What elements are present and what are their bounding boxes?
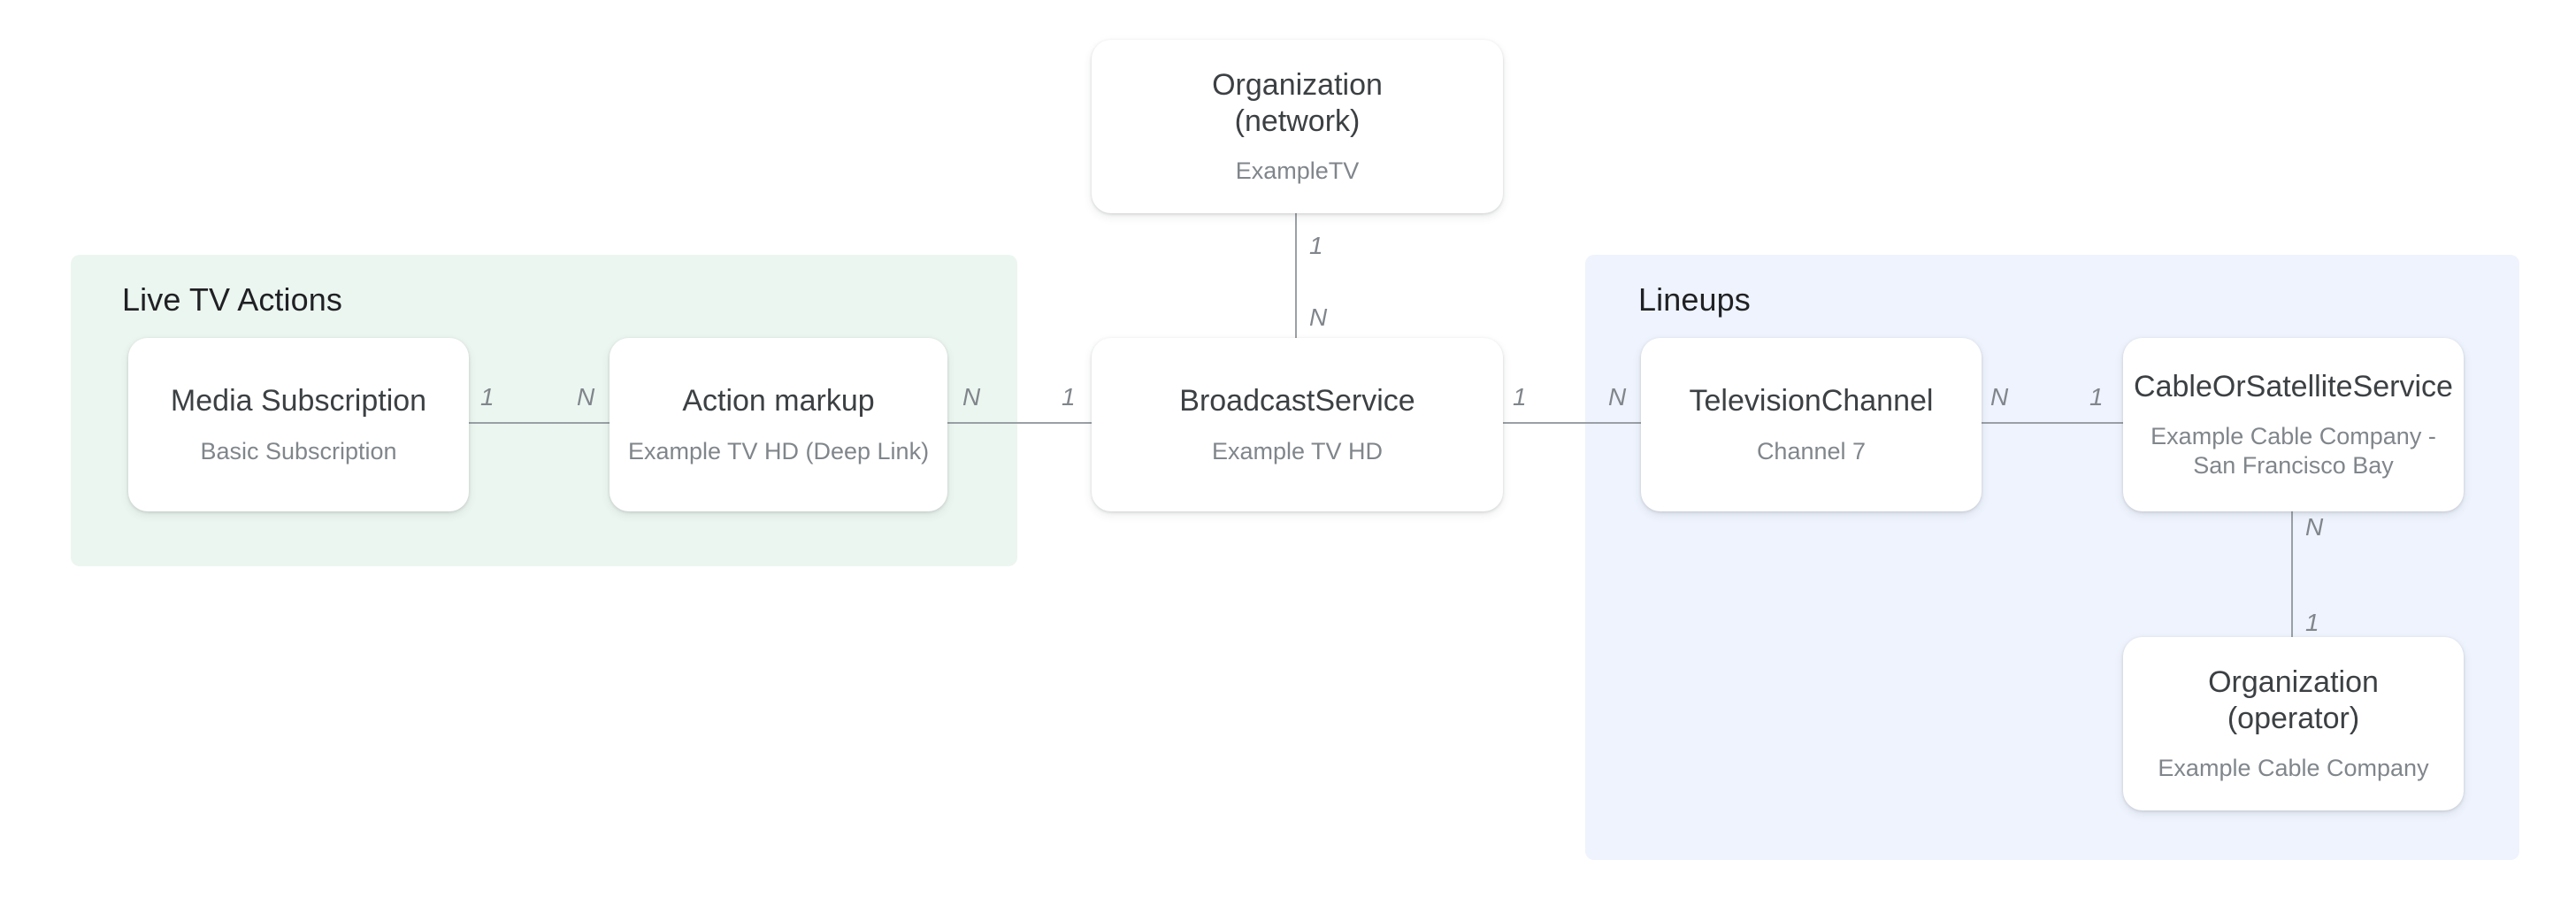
- cardinality-action-markup-to-broadcast-service-to: 1: [1062, 383, 1076, 411]
- node-organization-operator-title: Organization (operator): [2208, 665, 2379, 735]
- edge-media-subscription-to-action-markup: [464, 422, 610, 424]
- cardinality-television-channel-to-cable-or-satellite-service-from: N: [1990, 383, 2009, 411]
- node-action-markup-title: Action markup: [682, 384, 875, 418]
- node-broadcast-service[interactable]: BroadcastService Example TV HD: [1092, 338, 1503, 511]
- node-broadcast-service-title: BroadcastService: [1179, 384, 1415, 418]
- node-television-channel[interactable]: TelevisionChannel Channel 7: [1641, 338, 1982, 511]
- node-cable-or-satellite-service[interactable]: CableOrSatelliteService Example Cable Co…: [2123, 338, 2464, 511]
- cardinality-media-subscription-to-action-markup-from: 1: [480, 383, 494, 411]
- panel-lineups-title: Lineups: [1638, 281, 1751, 318]
- node-organization-operator[interactable]: Organization (operator) Example Cable Co…: [2123, 637, 2464, 810]
- node-organization-network-title: Organization (network): [1212, 68, 1383, 138]
- node-television-channel-subtitle: Channel 7: [1756, 437, 1867, 465]
- cardinality-broadcast-service-to-television-channel-from: 1: [1513, 383, 1527, 411]
- cardinality-action-markup-to-broadcast-service-from: N: [962, 383, 981, 411]
- cardinality-organization-network-to-broadcast-service-to: N: [1309, 303, 1328, 331]
- edge-organization-network-to-broadcast-service: [1295, 211, 1297, 343]
- node-cable-or-satellite-service-title: CableOrSatelliteService: [2134, 370, 2453, 403]
- node-media-subscription[interactable]: Media Subscription Basic Subscription: [128, 338, 469, 511]
- cardinality-organization-network-to-broadcast-service-from: 1: [1309, 232, 1323, 259]
- cardinality-cable-or-satellite-service-to-organization-operator-to: 1: [2305, 609, 2319, 636]
- edge-action-markup-to-broadcast-service: [942, 422, 1092, 424]
- cardinality-broadcast-service-to-television-channel-to: N: [1608, 383, 1627, 411]
- node-media-subscription-subtitle: Basic Subscription: [200, 437, 397, 465]
- node-organization-network[interactable]: Organization (network) ExampleTV: [1092, 40, 1503, 213]
- cardinality-cable-or-satellite-service-to-organization-operator-from: N: [2305, 513, 2324, 541]
- node-television-channel-title: TelevisionChannel: [1689, 384, 1934, 418]
- node-organization-network-subtitle: ExampleTV: [1235, 157, 1360, 184]
- node-cable-or-satellite-service-subtitle: Example Cable Company - San Francisco Ba…: [2150, 423, 2436, 480]
- node-organization-operator-subtitle: Example Cable Company: [2158, 754, 2429, 781]
- edge-cable-or-satellite-service-to-organization-operator: [2291, 506, 2293, 639]
- cardinality-television-channel-to-cable-or-satellite-service-to: 1: [2089, 383, 2104, 411]
- node-action-markup-subtitle: Example TV HD (Deep Link): [627, 437, 930, 465]
- panel-live-tv-actions-title: Live TV Actions: [122, 281, 342, 318]
- edge-television-channel-to-cable-or-satellite-service: [1973, 422, 2128, 424]
- cardinality-media-subscription-to-action-markup-to: N: [577, 383, 595, 411]
- node-media-subscription-title: Media Subscription: [170, 384, 427, 418]
- edge-broadcast-service-to-television-channel: [1497, 422, 1643, 424]
- node-action-markup[interactable]: Action markup Example TV HD (Deep Link): [610, 338, 947, 511]
- node-broadcast-service-subtitle: Example TV HD: [1211, 437, 1384, 465]
